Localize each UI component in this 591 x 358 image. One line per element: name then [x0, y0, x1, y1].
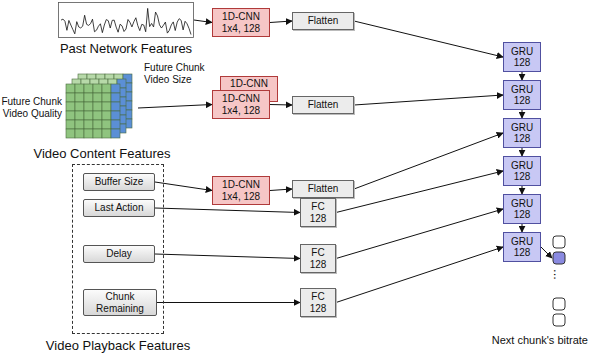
feature-box: Buffer Size — [83, 173, 155, 191]
box-text: GRU — [511, 198, 533, 210]
connector — [157, 302, 300, 303]
feature-caption: Video Content Features — [33, 147, 170, 162]
gru-box: GRU128 — [503, 42, 541, 72]
box-text: Buffer Size — [95, 176, 144, 188]
flatten-box: Flatten — [292, 96, 354, 114]
connector — [270, 104, 292, 106]
box-text: 128 — [310, 259, 327, 271]
gru-box: GRU128 — [503, 232, 541, 262]
box-text: Delay — [106, 248, 132, 260]
feature-group: Video Playback FeaturesBuffer SizeLast A… — [72, 164, 164, 334]
connector — [336, 247, 503, 303]
connector — [155, 254, 300, 259]
feature-box: Last Action — [83, 199, 155, 217]
box-text: 128 — [310, 303, 327, 315]
feature-caption: Past Network Features — [60, 42, 192, 57]
network-trace — [58, 2, 194, 38]
connector — [336, 209, 503, 259]
connector — [522, 72, 523, 80]
box-text: FC — [311, 247, 324, 259]
gru-box: GRU128 — [503, 118, 541, 148]
connector — [194, 20, 212, 23]
box-text: 128 — [514, 57, 531, 69]
box-text: Last Action — [95, 202, 144, 214]
box-text: 128 — [310, 213, 327, 225]
connector — [270, 189, 292, 191]
gru-box: GRU128 — [503, 156, 541, 186]
box-text: 1D-CNN — [222, 179, 260, 191]
connector — [354, 95, 503, 105]
feature-box: Chunk Remaining — [83, 289, 157, 316]
box-text: 128 — [514, 95, 531, 107]
fc-box: FC128 — [300, 198, 336, 227]
connector — [354, 21, 503, 57]
illustration-label: Future Chunk Video Size — [144, 62, 210, 85]
gru-box: GRU128 — [503, 194, 541, 224]
illustration-label: Future Chunk Video Quality — [0, 96, 62, 119]
gru-box: GRU128 — [503, 80, 541, 110]
box-text: 128 — [514, 133, 531, 145]
connector — [155, 208, 300, 213]
box-text: 1D-CNN — [222, 93, 260, 105]
connector — [354, 133, 503, 189]
content-grid — [66, 74, 138, 142]
connector — [270, 21, 292, 23]
box-text: 1x4, 128 — [222, 23, 260, 35]
feature-caption: Next chunk's bitrate — [492, 334, 588, 347]
feature-box: Delay — [83, 245, 155, 263]
content-grid: Video Content Features — [66, 74, 138, 142]
box-text: 128 — [514, 171, 531, 183]
fc-box: FC128 — [300, 288, 336, 317]
connector — [522, 186, 523, 194]
box-text: 1x4, 128 — [222, 105, 260, 117]
connector — [522, 148, 523, 156]
box-text: 1D-CNN — [222, 11, 260, 23]
box-text: Flatten — [308, 99, 339, 111]
flatten-box: Flatten — [292, 180, 354, 198]
box-text: 128 — [514, 209, 531, 221]
feature-caption: Video Playback Features — [46, 339, 190, 354]
box-text: Chunk Remaining — [87, 291, 153, 314]
output-column — [552, 236, 566, 328]
box-text: FC — [311, 291, 324, 303]
box-text: 128 — [514, 247, 531, 259]
output-column: Next chunk's bitrate — [552, 236, 566, 328]
connector — [522, 224, 523, 232]
box-text: Flatten — [308, 183, 339, 195]
box-text: GRU — [511, 160, 533, 172]
cnn-box: 1D-CNN1x4, 128 — [212, 176, 270, 205]
flatten-box: Flatten — [292, 12, 354, 30]
box-text: GRU — [511, 236, 533, 248]
cnn-box: 1D-CNN1x4, 128 — [212, 90, 270, 119]
box-text: FC — [311, 201, 324, 213]
connector — [336, 171, 503, 213]
connector — [541, 247, 552, 258]
box-text: 1D-CNN — [230, 78, 268, 90]
connector — [138, 105, 212, 109]
box-text: GRU — [511, 84, 533, 96]
ellipsis: ... — [551, 263, 566, 285]
fc-box: FC128 — [300, 244, 336, 273]
connector — [522, 110, 523, 118]
box-text: 1x4, 128 — [222, 191, 260, 203]
network-trace: Past Network Features — [58, 2, 194, 38]
box-text: GRU — [511, 122, 533, 134]
box-text: GRU — [511, 46, 533, 58]
cnn-box: 1D-CNN1x4, 128 — [212, 8, 270, 37]
box-text: Flatten — [308, 15, 339, 27]
